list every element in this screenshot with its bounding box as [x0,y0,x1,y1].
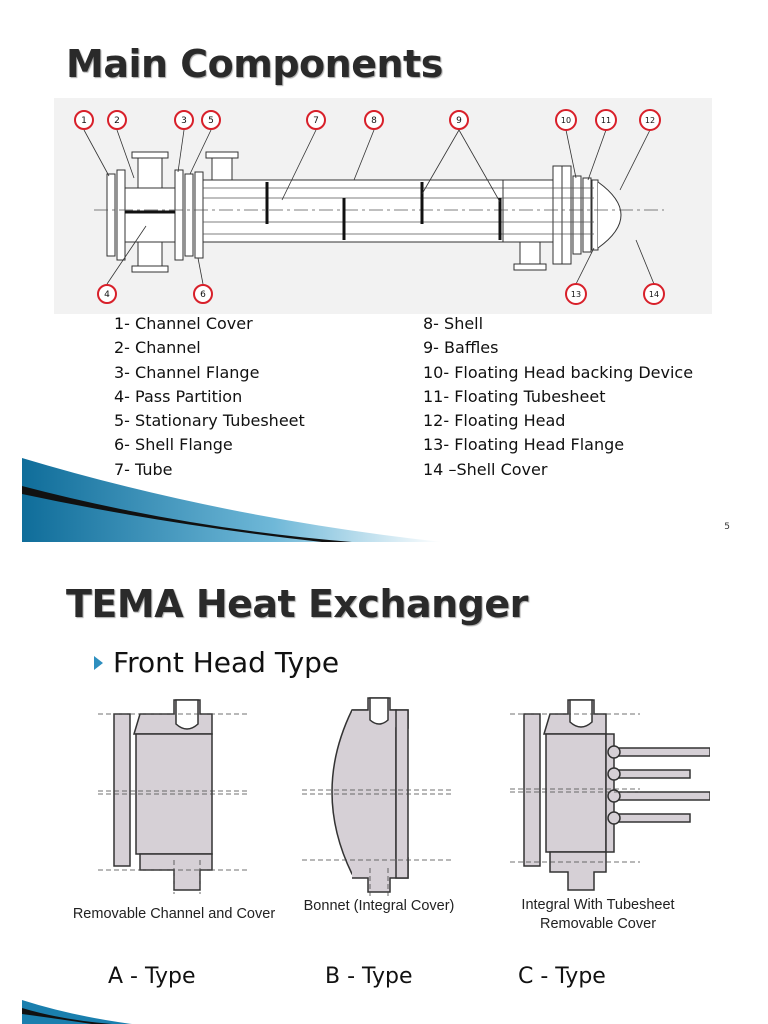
callout-label: 12 [645,116,655,125]
callout-10 [555,109,577,131]
bullet-item: Front Head Type [94,646,339,679]
legend-item: 7- Tube [114,459,173,479]
callout-3 [174,110,194,130]
callout-label: 3 [181,116,187,126]
callout-12 [639,109,661,131]
callout-13 [565,283,587,305]
legend-left: 1- Channel Cover 2- Channel 3- Channel F… [114,312,305,482]
type-label-c: C - Type [518,964,606,989]
type-label-a: A - Type [108,964,196,989]
legend-item: 8- Shell [423,314,484,333]
callout-6 [193,284,213,304]
callout-label: 8 [371,116,377,126]
callout-label: 13 [571,290,581,299]
callout-label: 14 [649,290,659,299]
caption-c: Integral With Tubesheet Removable Cover [492,896,704,934]
b-type-front-head-drawing [302,697,452,896]
exchanger-drawing: 1 2 3 5 7 8 9 10 11 12 4 6 13 14 [74,109,665,305]
decorative-swoosh [22,458,442,542]
legend-item: 9- Baffles [423,338,499,358]
legend-item: 5- Stationary Tubesheet [114,411,305,431]
legend-item: 6- Shell Flange [114,435,233,455]
c-type-front-head-drawing [510,699,710,891]
a-type-front-head-drawing [98,699,248,894]
callout-1 [74,110,94,130]
page-number: 5 [724,522,730,532]
callout-4 [97,284,117,304]
callout-label: 10 [561,116,571,125]
legend-item: 1- Channel Cover [114,314,253,333]
decorative-swoosh [22,1000,132,1024]
callout-14 [643,283,665,305]
callout-label: 5 [208,116,214,126]
legend-item: 10- Floating Head backing Device [423,362,694,382]
legend-item: 13- Floating Head Flange [423,435,625,455]
callout-label: 9 [456,116,462,126]
heat-exchanger-diagram: 1 2 3 5 7 8 9 10 11 12 4 6 13 14 [54,98,712,314]
legend-item: 2- Channel [114,338,201,358]
legend-right: 8- Shell 9- Baffles 10- Floating Head ba… [423,312,693,482]
callout-label: 7 [313,116,319,126]
bullet-arrow-icon [94,655,103,670]
callout-7 [306,110,326,130]
caption-c-line1: Integral With Tubesheet [521,897,675,913]
slide-title: Main Components [66,42,443,86]
slide-tema-heat-exchanger: TEMA Heat Exchanger Front Head Type Remo… [22,564,746,1024]
slide-title: TEMA Heat Exchanger [66,582,528,626]
callout-8 [364,110,384,130]
bullet-text: Front Head Type [113,646,340,679]
callout-label: 4 [104,290,110,300]
type-label-b: B - Type [325,964,413,989]
legend-item: 4- Pass Partition [114,386,243,406]
caption-a: Removable Channel and Cover [72,906,276,922]
slide-main-components: Main Components [22,22,746,542]
callout-label: 1 [81,116,87,126]
callout-9 [449,110,469,130]
caption-c-line2: Removable Cover [539,916,657,932]
callout-label: 2 [114,116,120,126]
legend-item: 14 –Shell Cover [423,459,548,479]
callout-11 [595,109,617,131]
legend-item: 11- Floating Tubesheet [423,386,606,406]
callout-label: 6 [200,290,206,300]
legend-item: 3- Channel Flange [114,362,260,382]
caption-b: Bonnet (Integral Cover) [303,898,455,914]
callout-5 [201,110,221,130]
callout-2 [107,110,127,130]
callout-label: 11 [601,116,611,125]
legend-item: 12- Floating Head [423,411,566,431]
